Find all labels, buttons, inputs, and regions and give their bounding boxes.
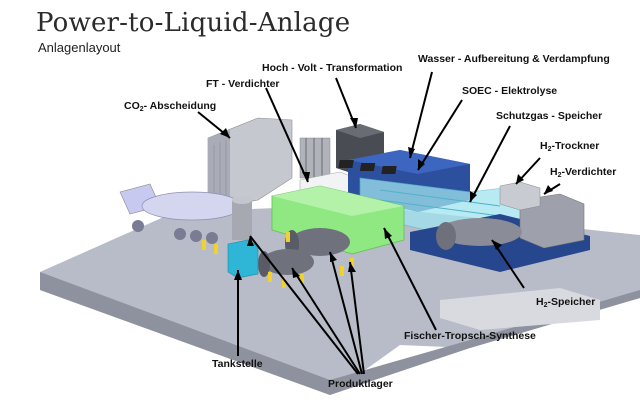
leader-wasser: [409, 71, 433, 159]
label-fischer-tropsch-synthese: Fischer-Tropsch-Synthese: [404, 330, 536, 342]
arrowhead: [470, 191, 477, 202]
label-subscript: 2: [557, 172, 562, 179]
arrowhead: [247, 236, 254, 246]
label-schutzgas-speicher: Schutzgas - Speicher: [496, 110, 603, 122]
pipe-rack: [299, 137, 331, 179]
platform-annex: [440, 288, 600, 330]
label-text: - Abscheidung: [143, 100, 217, 112]
label-text: H: [550, 166, 558, 178]
leader-schutzgas: [469, 125, 511, 203]
leader-soec: [417, 99, 463, 171]
label-text: H: [540, 140, 548, 152]
label-ft-verdichter: FT - Verdichter: [206, 78, 280, 90]
leader-arrowheads: [220, 118, 553, 280]
label-produktlager: Produktlager: [328, 378, 393, 390]
truck-wheel: [190, 230, 202, 242]
truck-wheel: [206, 232, 218, 244]
label-h2-trockner: H2-Trockner: [540, 140, 599, 156]
arrowhead: [418, 159, 425, 170]
leader-ft-verdichter: [265, 87, 309, 183]
h2-compressor: [519, 193, 585, 249]
soec-fan: [338, 160, 354, 168]
arrowhead: [516, 174, 524, 184]
truck-wheel: [174, 228, 186, 240]
arrowhead: [220, 128, 230, 138]
label-text: -Verdichter: [561, 166, 617, 178]
label-co2-abscheidung: CO2- Abscheidung: [124, 100, 216, 116]
h2-dryer: [499, 181, 541, 211]
label-subscript: 2: [543, 302, 548, 309]
label-h2-speicher: H2-Speicher: [536, 296, 595, 312]
soec-fan: [359, 163, 376, 171]
label-text: -Trockner: [551, 140, 600, 152]
h2-storage-tank: [438, 218, 522, 246]
arrowhead: [350, 118, 358, 128]
page-subtitle: Anlagenlayout: [38, 40, 121, 55]
arrowhead: [544, 185, 553, 194]
arrowhead: [302, 172, 310, 182]
truck-wheel: [132, 220, 144, 232]
label-text: H: [536, 296, 544, 308]
product-tank: [290, 228, 350, 256]
arrowhead: [292, 268, 300, 278]
enclosure-rail: [379, 199, 501, 217]
label-wasser-aufbereitung: Wasser - Aufbereitung & Verdampfung: [418, 53, 610, 65]
label-tankstelle: Tankstelle: [212, 358, 263, 370]
arrowhead: [408, 147, 415, 158]
leader-fischer-tropsch: [383, 227, 437, 331]
leader-produktlager: [329, 251, 363, 375]
label-subscript: 2: [547, 146, 552, 153]
arrowhead: [348, 262, 356, 272]
label-text: -Speicher: [547, 296, 596, 308]
filling-station: [227, 239, 259, 279]
soec-block-top: [348, 150, 470, 174]
label-h2-verdichter: H2-Verdichter: [550, 166, 616, 182]
enclosure-rail: [379, 189, 501, 207]
h2-storage-tank-end: [436, 222, 456, 250]
leader-produktlager: [249, 235, 359, 375]
safety-bollards: [202, 232, 354, 288]
leader-produktlager: [349, 261, 365, 375]
label-soec-elektrolyse: SOEC - Elektrolyse: [462, 85, 558, 97]
label-hochvolt-transformation: Hoch - Volt - Transformation: [262, 62, 403, 74]
leader-produktlager: [291, 267, 361, 375]
arrowhead: [234, 270, 242, 280]
truck-tank: [141, 191, 243, 221]
ft-column-top: [232, 196, 252, 204]
soec-fan: [381, 166, 397, 174]
hv-transformer-top: [336, 124, 384, 138]
arrowhead: [330, 252, 337, 262]
arrowhead: [384, 228, 392, 239]
fischer-tropsch-top: [272, 186, 404, 216]
label-subscript: 2: [139, 106, 144, 113]
label-text: CO: [124, 100, 140, 112]
ft-column: [232, 200, 252, 240]
arrowhead: [492, 240, 502, 250]
page-title: Power-to-Liquid-Anlage: [36, 8, 351, 38]
